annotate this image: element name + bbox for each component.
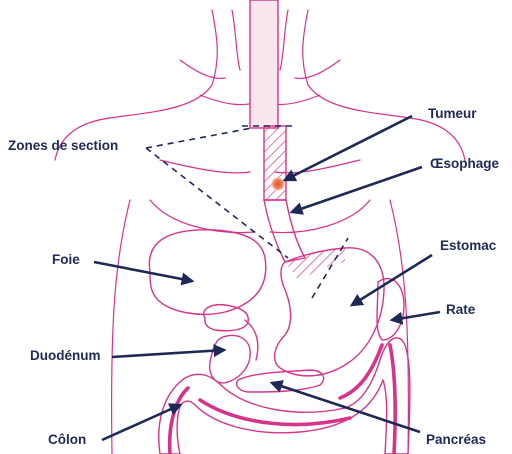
label-zones-de-section: Zones de section (8, 138, 118, 154)
tumor (271, 177, 285, 191)
label-pancreas: Pancréas (426, 432, 486, 448)
oesophage-arrow (292, 167, 422, 212)
label-tumeur: Tumeur (428, 106, 477, 122)
foie-arrow (94, 262, 192, 281)
bile-duct (245, 320, 258, 360)
estomac-arrow (352, 255, 432, 305)
label-estomac: Estomac (440, 238, 496, 254)
pancreas (237, 370, 324, 392)
colon-wall-right (390, 345, 395, 454)
colon (159, 338, 410, 454)
label-colon: Côlon (48, 432, 86, 448)
stomach-resected-section (285, 248, 345, 282)
rate-arrow (392, 312, 440, 320)
liver (149, 230, 265, 315)
tumeur-arrow (285, 116, 412, 180)
esophagus (250, 0, 278, 128)
label-rate: Rate (446, 302, 475, 318)
label-duodenum: Duodénum (30, 348, 101, 364)
label-foie: Foie (52, 252, 80, 268)
zones-section-pointer-upper (146, 128, 252, 148)
duodenum (210, 335, 251, 382)
label-oesophage: Œsophage (430, 156, 499, 172)
duodenum-arrow (112, 350, 224, 357)
colon-wall-bottom (200, 400, 350, 424)
gallbladder (204, 305, 249, 331)
